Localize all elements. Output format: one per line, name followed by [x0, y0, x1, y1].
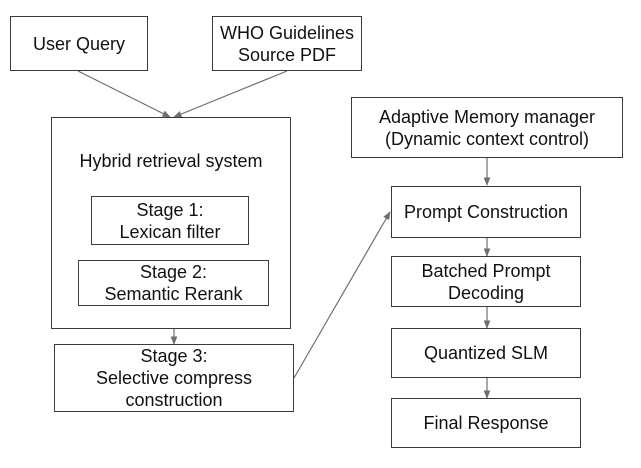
stage1-line-2: Lexican filter	[119, 221, 221, 242]
batched-decoding-line-1: Batched Prompt	[421, 260, 551, 281]
arrow-who-to-retrieval	[173, 70, 288, 118]
batched-decoding-box: Batched Prompt Decoding	[391, 256, 581, 307]
who-guidelines-line-2: Source PDF	[237, 44, 337, 65]
memory-manager-box: Adaptive Memory manager (Dynamic context…	[351, 97, 623, 158]
stage1-line-1: Stage 1:	[136, 199, 204, 220]
stage3-line-3: construction	[125, 390, 223, 410]
quantized-slm-box: Quantized SLM	[391, 328, 581, 378]
final-response-line-1: Final Response	[423, 413, 549, 433]
hybrid-retrieval-title: Hybrid retrieval system	[79, 151, 263, 171]
memory-manager-line-1: Adaptive Memory manager	[378, 106, 596, 127]
memory-manager-line-2: (Dynamic context control)	[384, 128, 590, 149]
user-query-line-1: User Query	[32, 33, 126, 54]
who-guidelines-box: WHO Guidelines Source PDF	[212, 16, 362, 71]
arrow-stage3-to-prompt	[293, 211, 391, 379]
batched-decoding-line-2: Decoding	[447, 282, 525, 303]
stage2-line-2: Semantic Rerank	[104, 284, 243, 304]
stage3-line-2: Selective compress	[95, 368, 253, 388]
prompt-construction-line-1: Prompt Construction	[403, 202, 569, 222]
final-response-box: Final Response	[391, 398, 581, 448]
stage1-box: Stage 1: Lexican filter	[91, 196, 249, 245]
quantized-slm-line-1: Quantized SLM	[423, 343, 549, 363]
stage2-box: Stage 2: Semantic Rerank	[78, 260, 269, 306]
stage3-box: Stage 3: Selective compress construction	[54, 344, 294, 412]
prompt-construction-box: Prompt Construction	[391, 186, 581, 238]
arrow-user-query-to-retrieval	[77, 70, 171, 118]
user-query-box: User Query	[10, 16, 148, 71]
who-guidelines-line-1: WHO Guidelines	[219, 22, 355, 43]
stage3-line-1: Stage 3:	[140, 346, 208, 366]
stage2-line-1: Stage 2:	[139, 262, 208, 282]
